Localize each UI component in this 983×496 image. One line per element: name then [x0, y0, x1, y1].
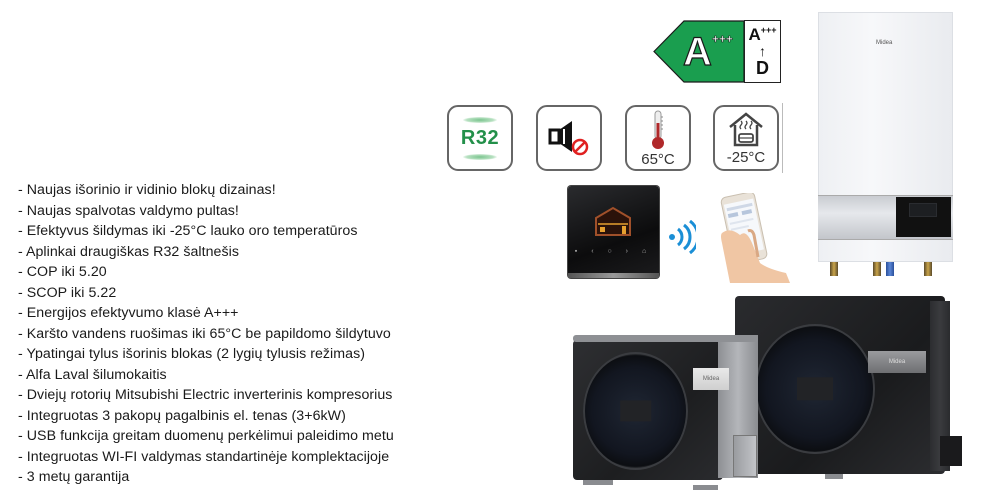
smartphone-app-image — [720, 193, 790, 283]
feature-item: - Integruotas 3 pakopų pagalbinis el. te… — [18, 407, 346, 424]
feature-item: - USB funkcija greitam duomenų perkėlimu… — [18, 428, 394, 444]
house-heating-icon — [729, 112, 763, 147]
brand-logo: Midea — [693, 368, 729, 390]
indoor-unit-display — [896, 197, 951, 237]
divider — [782, 103, 783, 173]
feature-item: - 3 metų garantija — [18, 469, 130, 485]
energy-scale: A+++ ↑ D — [744, 20, 781, 83]
wifi-signal-icon — [669, 220, 696, 254]
outdoor-heating-icon: -25°C — [713, 105, 779, 171]
feature-item: - Naujas išorinio ir vidinio blokų dizai… — [18, 182, 276, 198]
energy-class: A+++ — [682, 29, 733, 74]
feature-item: - Dviejų rotorių Mitsubishi Electric inv… — [18, 387, 393, 403]
speaker-muted-icon — [548, 121, 589, 156]
feature-item: - Aplinkai draugiškas R32 šaltnešis — [18, 243, 239, 260]
feature-list: - Naujas išorinio ir vidinio blokų dizai… — [18, 180, 394, 488]
control-panel-buttons: ▪ ‹ ○ › ⌂ — [574, 248, 653, 255]
feature-item: - Efektyvus šildymas iki -25°C lauko oro… — [18, 223, 358, 239]
feature-item: - Ypatingai tylus išorinis blokas (2 lyg… — [18, 346, 365, 362]
feature-item: - Alfa Laval šilumokaitis — [18, 366, 167, 383]
indoor-unit-image: Midea — [818, 12, 953, 276]
feature-item: - Naujas spalvotas valdymo pultas! — [18, 202, 239, 219]
outdoor-unit-small-image: Midea — [573, 330, 763, 490]
feature-item: - Integruotas WI-FI valdymas standartinė… — [18, 448, 390, 465]
feature-item: - SCOP iki 5.22 — [18, 284, 117, 301]
thermometer-icon: 65°C — [625, 105, 691, 171]
feature-item: - Karšto vandens ruošimas iki 65°C be pa… — [18, 325, 391, 342]
silent-mode-icon — [536, 105, 602, 171]
brand-logo: Midea — [868, 351, 926, 373]
control-panel-image: ▪ ‹ ○ › ⌂ — [568, 186, 659, 278]
brand-logo: Midea — [876, 40, 893, 46]
thermometer-glyph-icon — [652, 110, 664, 149]
outdoor-unit-large-image: Midea — [735, 296, 965, 484]
house-display-icon — [595, 206, 631, 236]
r32-refrigerant-icon: R32 — [447, 105, 513, 171]
feature-item: - COP iki 5.20 — [18, 264, 107, 280]
feature-item: - Energijos efektyvumo klasė A+++ — [18, 305, 239, 321]
energy-class-label: A+++ A+++ ↑ D — [653, 20, 781, 83]
up-arrow-icon: ↑ — [759, 43, 766, 59]
